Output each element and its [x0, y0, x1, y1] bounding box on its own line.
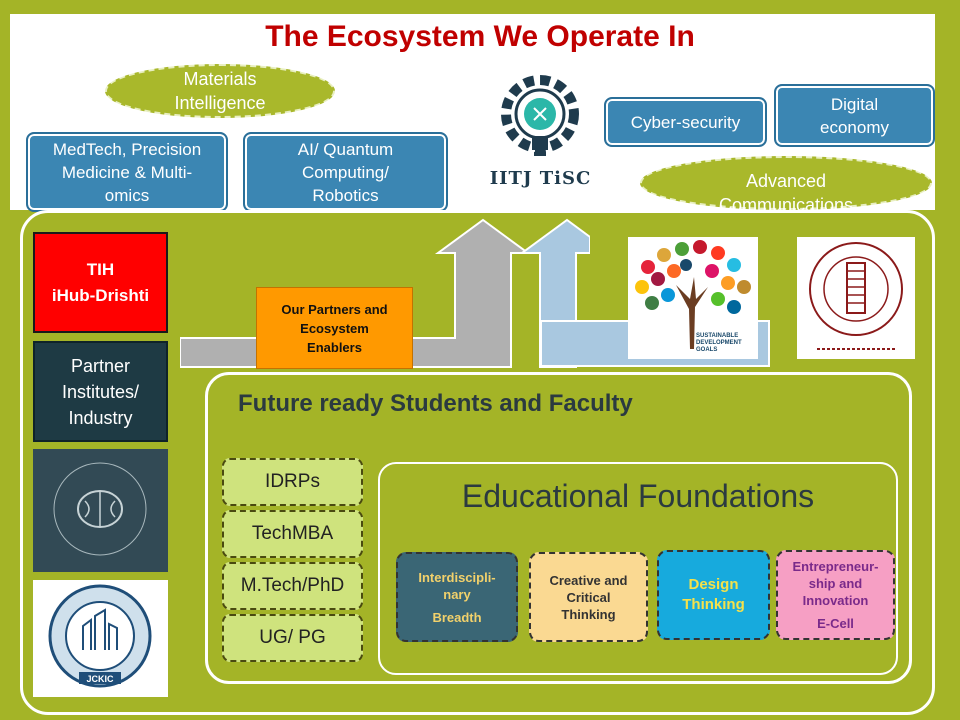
jckic-emblem-icon: JCKIC — [48, 584, 152, 688]
card-design-thinking: Design Thinking — [657, 550, 770, 640]
tih-line: iHub-Drishti — [51, 285, 150, 305]
card-interdisciplinary: Interdiscipli- nary Breadth — [396, 552, 518, 642]
box-line: economy — [820, 117, 889, 137]
tih-line: TIH — [86, 259, 115, 279]
ellipse-line: Intelligence — [174, 93, 266, 113]
brain-icon — [53, 462, 147, 556]
card-line: ship and — [808, 576, 863, 591]
tisc-logo: IITJ TiSC — [478, 70, 603, 194]
program-idrps: IDRPs — [222, 458, 363, 506]
program-mtech-phd: M.Tech/PhD — [222, 562, 363, 610]
technology-park-logo — [33, 449, 168, 572]
card-line: Entrepreneur- — [792, 559, 879, 574]
page-title: The Ecosystem We Operate In — [265, 20, 695, 53]
box-line: MedTech, Precision — [52, 139, 202, 159]
digital-economy-box: Digital economy — [774, 84, 935, 147]
box-line: Digital — [830, 94, 879, 114]
card-line: Creative and — [549, 572, 628, 588]
gear-bulb-icon — [501, 75, 579, 156]
cyber-security-box: Cyber-security — [604, 97, 767, 147]
partner-line: Partner — [70, 355, 130, 376]
future-ready-heading: Future ready Students and Faculty — [238, 390, 633, 417]
future-ready-panel — [205, 372, 912, 684]
jckic-logo: JCKIC — [33, 580, 168, 697]
educational-foundations-title: Educational Foundations — [461, 478, 815, 514]
program-ug-pg: UG/ PG — [222, 614, 363, 662]
card-line: nary — [443, 586, 471, 602]
iitj-seal-logo — [797, 237, 915, 359]
box-line: omics — [104, 185, 150, 205]
card-line: E-Cell — [817, 616, 854, 631]
box-line: Cyber-security — [630, 112, 741, 132]
partners-line: Our Partners and — [281, 301, 388, 317]
card-creative-critical: Creative and Critical Thinking — [529, 552, 648, 642]
educational-foundations-panel — [378, 462, 898, 675]
svg-text:JCKIC: JCKIC — [86, 674, 114, 684]
box-line: Robotics — [312, 185, 379, 205]
tree-icon — [635, 240, 751, 349]
ecosystem-panel — [20, 210, 935, 715]
tih-ihub-box: TIH iHub-Drishti — [33, 232, 168, 333]
card-line: Breadth — [432, 609, 482, 625]
program-techmba: TechMBA — [222, 510, 363, 558]
partner-line: Institutes/ — [61, 381, 140, 402]
card-line: Design — [688, 576, 739, 593]
partners-line: Enablers — [307, 339, 362, 355]
ellipse-line: Materials — [183, 69, 257, 89]
card-line: Thinking — [561, 606, 616, 622]
ellipse-line: Advanced — [745, 171, 827, 191]
partners-line: Ecosystem — [300, 320, 369, 336]
partner-line: Industry — [68, 407, 133, 428]
box-line: Medicine & Multi- — [61, 162, 193, 182]
card-line: Interdiscipli- — [418, 569, 496, 585]
box-line: Computing/ — [302, 162, 389, 182]
card-entrepreneurship: Entrepreneur- ship and Innovation E-Cell — [776, 550, 895, 640]
card-line: Thinking — [682, 596, 745, 613]
sdg-tree-logo: SUSTAINABLE DEVELOPMENT GOALS — [628, 237, 758, 359]
sdg-caption: SUSTAINABLE DEVELOPMENT GOALS — [696, 333, 742, 353]
seal-icon — [809, 242, 903, 350]
tisc-logo-text: IITJ TiSC — [489, 168, 592, 189]
card-line: Critical — [566, 589, 611, 605]
box-line: AI/ Quantum — [297, 139, 394, 159]
card-line: Innovation — [802, 593, 869, 608]
